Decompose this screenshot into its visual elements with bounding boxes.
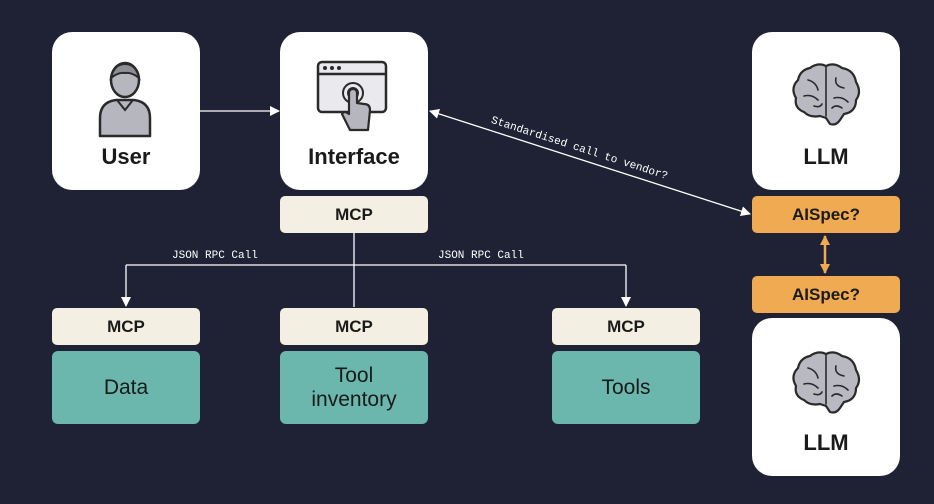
aispec-bottom-pill: AISpec? [752,276,900,313]
llm-bottom-label: LLM [803,430,849,455]
tools-label: Tools [601,375,651,399]
aispec-top-label: AISpec? [791,204,861,224]
brain-icon [792,63,861,126]
tool-inventory-label-line1: Tool [334,363,374,387]
edge-vendor-call [429,108,751,217]
data-label: Data [103,375,149,399]
llm-top-label: LLM [803,144,849,169]
tools-box: Tools [552,351,700,424]
json-rpc-right-label: JSON RPC Call [438,250,524,262]
brain-icon [792,351,861,414]
mcp-tools-label: MCP [607,316,645,336]
mcp-data-pill: MCP [52,308,200,345]
tool-inventory-box: Tool inventory [280,351,428,424]
aispec-top-pill: AISpec? [752,196,900,233]
aispec-bottom-label: AISpec? [791,284,861,304]
mcp-tool-inventory-label: MCP [335,316,373,336]
mcp-interface-label: MCP [335,204,373,224]
interface-label: Interface [308,144,400,169]
user-icon [98,61,152,138]
json-rpc-left-label: JSON RPC Call [172,250,258,262]
mcp-data-label: MCP [107,316,145,336]
tool-inventory-label-line2: inventory [311,387,397,411]
touch-interface-icon [316,60,388,132]
data-box: Data [52,351,200,424]
mcp-tools-pill: MCP [552,308,700,345]
mcp-interface-pill: MCP [280,196,428,233]
user-label: User [101,144,151,169]
mcp-tool-inventory-pill: MCP [280,308,428,345]
